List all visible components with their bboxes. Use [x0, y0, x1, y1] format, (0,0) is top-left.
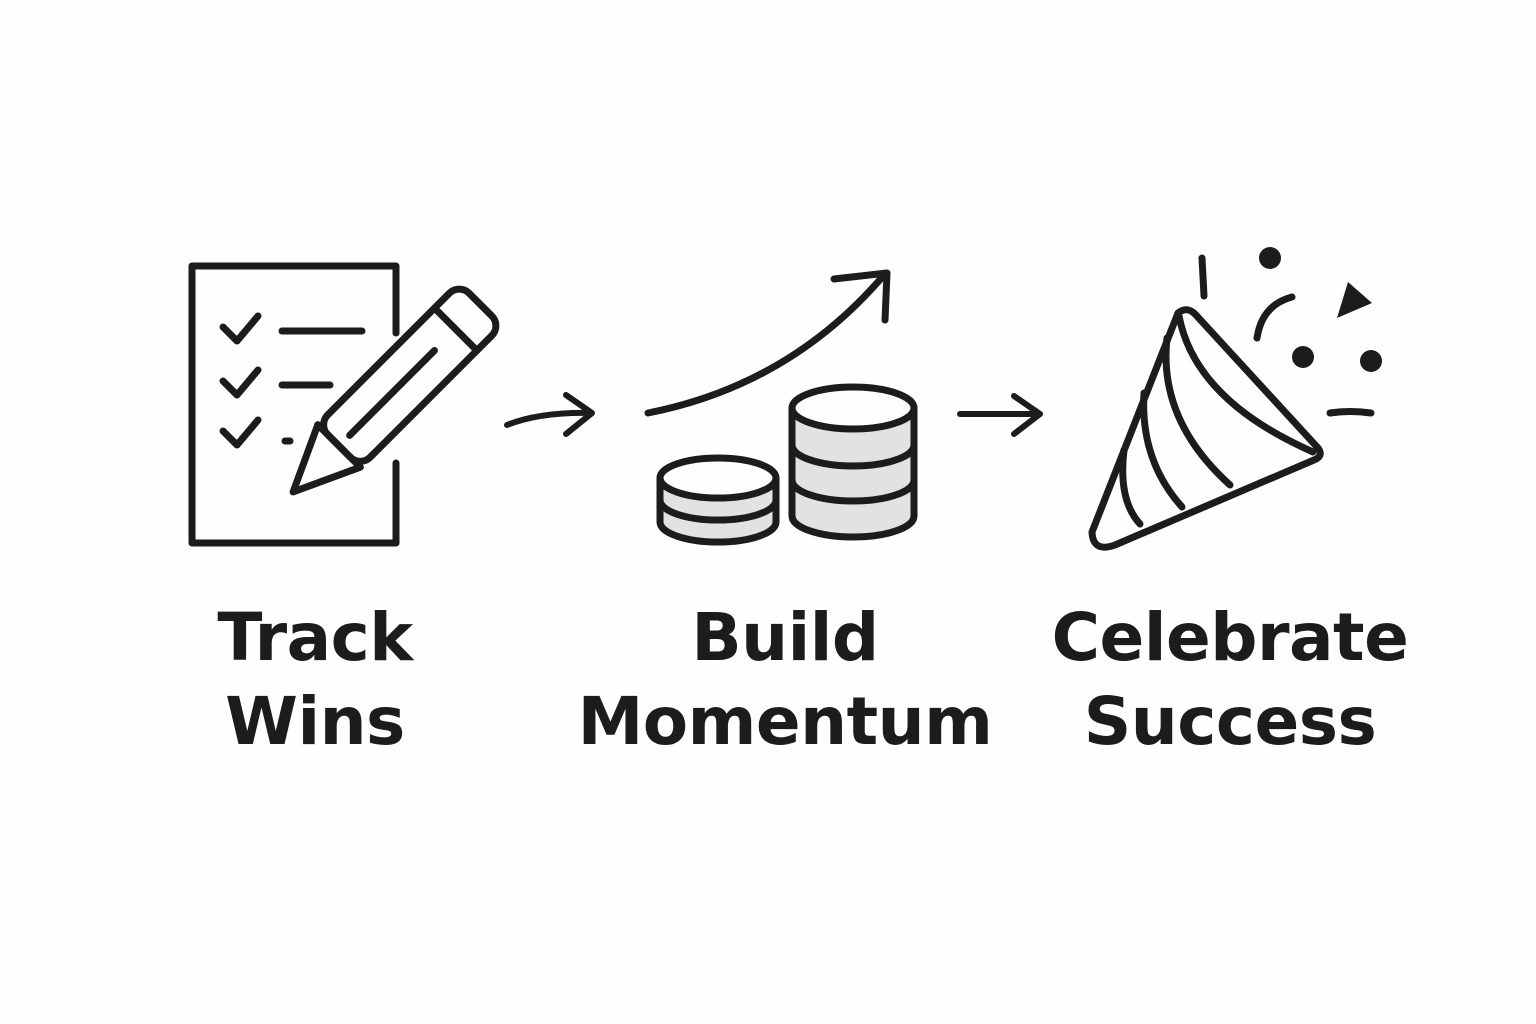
step-label-line1: Build [691, 599, 879, 676]
party-popper-icon [1088, 247, 1382, 551]
step-label: Track Wins [160, 596, 470, 764]
checklist-pencil-icon [188, 262, 500, 547]
coins-growth-arrow-icon [644, 269, 918, 546]
step-label: Build Momentum [570, 596, 1000, 764]
step-label-line1: Celebrate [1051, 599, 1409, 676]
step-celebrate-success: Celebrate Success [0, 0, 1409, 760]
step-label-line1: Track [217, 599, 413, 676]
arrow-right-icon [504, 392, 595, 437]
step-track-wins: Track Wins [0, 0, 500, 760]
step-label-line2: Momentum [577, 683, 993, 760]
step-label: Celebrate Success [1030, 596, 1430, 764]
step-label-line2: Wins [225, 683, 405, 760]
arrow-right-icon [957, 393, 1043, 437]
step-build-momentum: Build Momentum [0, 0, 993, 760]
step-label-line2: Success [1083, 683, 1377, 760]
